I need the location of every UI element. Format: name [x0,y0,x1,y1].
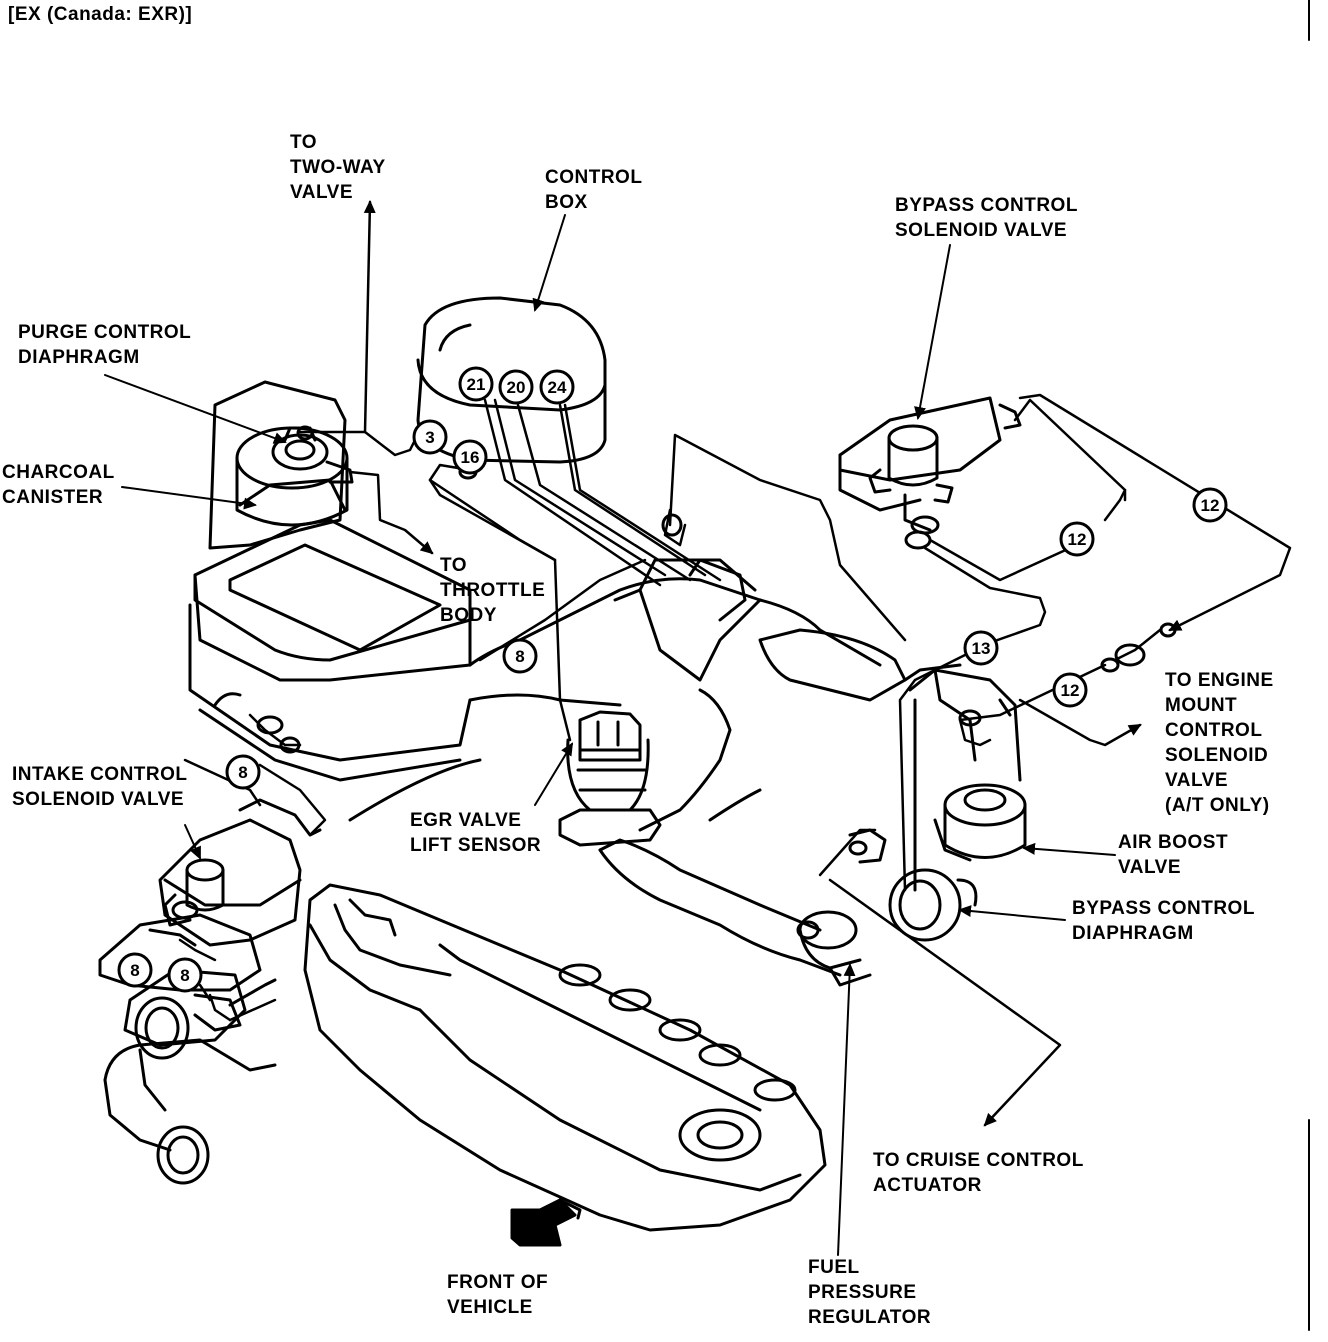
label-air-boost-valve: AIR BOOST VALVE [1118,832,1229,878]
hose-fittings [256,425,1177,754]
throttle-body-shape [98,913,277,1060]
label-bypass-control-diaphragm: BYPASS CONTROL DIAPHRAGM [1072,898,1255,944]
hose-number-13: 13 [963,630,999,666]
label-to-two-way-valve: TO TWO-WAY VALVE [290,132,386,203]
hose-number-12-lower: 12 [1052,672,1088,708]
svg-text:8: 8 [515,647,524,666]
egr-valve-lift-sensor-shape [558,710,662,847]
svg-text:12: 12 [1068,530,1087,549]
hose-number-16: 16 [452,439,488,475]
air-boost-valve-shape [908,668,1027,892]
label-front-of-vehicle: FRONT OF VEHICLE [447,1272,549,1318]
label-intake-control-solenoid-valve: INTAKE CONTROL SOLENOID VALVE [12,764,188,810]
hose-number-8-lower-right: 8 [167,957,203,993]
hose-number-12-middle: 12 [1059,521,1095,557]
hose-number-8-left: 8 [225,754,261,790]
svg-text:8: 8 [238,763,247,782]
label-egr-valve-lift-sensor: EGR VALVE LIFT SENSOR [410,810,542,856]
label-to-throttle-body: TO THROTTLE BODY [440,555,546,626]
label-control-box: CONTROL BOX [545,167,643,213]
svg-text:12: 12 [1061,681,1080,700]
label-to-cruise-control-actuator: TO CRUISE CONTROL ACTUATOR [873,1150,1084,1196]
svg-text:20: 20 [507,378,526,397]
svg-text:16: 16 [461,448,480,467]
svg-text:24: 24 [548,378,567,397]
vacuum-hoses [128,200,1292,1127]
air-cleaner-box-shape [188,518,472,782]
svg-text:3: 3 [425,428,434,447]
valve-cover-shape [303,883,827,1232]
hose-number-3: 3 [412,419,448,455]
intake-control-solenoid-valve-shape [148,798,322,947]
svg-text:21: 21 [467,375,486,394]
control-box-shape [416,296,607,464]
hose-number-12-top: 12 [1192,487,1228,523]
svg-text:12: 12 [1201,496,1220,515]
hose-number-20: 20 [498,369,534,405]
air-intake-tube-shape [103,1038,277,1185]
hose-number-21: 21 [458,366,494,402]
label-charcoal-canister: CHARCOAL CANISTER [2,462,115,508]
fuel-pressure-regulator-shape [796,828,887,987]
diagram-title: [EX (Canada: EXR)] [8,4,193,25]
hose-number-24: 24 [539,369,575,405]
bypass-control-solenoid-valve-shape [838,396,1022,550]
charcoal-canister-shape [208,380,349,550]
leader-arrows [104,214,1116,1256]
hose-number-8-lower-left: 8 [117,952,153,988]
svg-text:13: 13 [972,639,991,658]
svg-text:8: 8 [180,966,189,985]
front-direction-arrow-icon [510,1198,582,1247]
hose-number-8-center: 8 [502,638,538,674]
label-fuel-pressure-regulator: FUEL PRESSURE REGULATOR [808,1257,932,1328]
label-bypass-control-solenoid-valve: BYPASS CONTROL SOLENOID VALVE [895,195,1078,241]
label-purge-control-diaphragm: PURGE CONTROL DIAPHRAGM [18,322,192,368]
svg-text:8: 8 [130,961,139,980]
bypass-control-diaphragm-shape [888,868,978,942]
label-to-engine-mount-control-solenoid-valve: TO ENGINE MOUNT CONTROL SOLENOID VALVE (… [1165,670,1274,816]
